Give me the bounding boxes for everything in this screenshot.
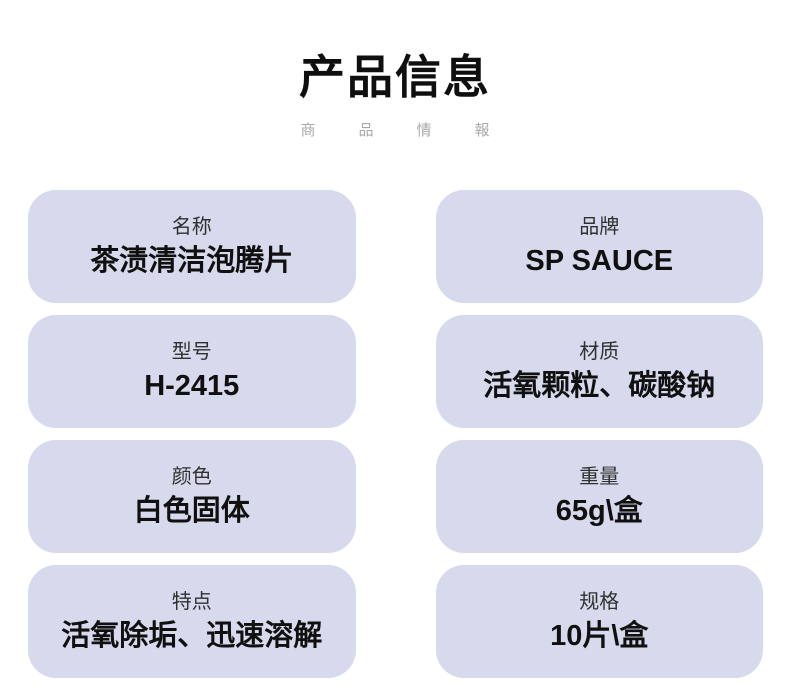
product-info-card: 名称 茶渍清洁泡腾片 bbox=[28, 189, 356, 303]
card-value: 茶渍清洁泡腾片 bbox=[90, 244, 294, 277]
card-label: 重量 bbox=[579, 465, 620, 488]
card-value: 白色固体 bbox=[133, 494, 250, 527]
product-info-card: 型号 H-2415 bbox=[28, 314, 356, 428]
card-value: SP SAUCE bbox=[525, 244, 674, 277]
card-label: 型号 bbox=[171, 340, 212, 363]
product-info-card: 规格 10片\盒 bbox=[435, 564, 763, 678]
product-info-grid: 名称 茶渍清洁泡腾片 品牌 SP SAUCE 型号 H-2415 材质 活氧颗粒… bbox=[28, 189, 763, 678]
page-subtitle-row: 商品情報 bbox=[0, 119, 790, 140]
card-label: 品牌 bbox=[579, 215, 620, 238]
card-value: 活氧颗粒、碳酸钠 bbox=[483, 369, 716, 402]
card-label: 颜色 bbox=[171, 465, 212, 488]
card-label: 规格 bbox=[579, 590, 620, 613]
card-value: 活氧除垢、迅速溶解 bbox=[61, 619, 323, 652]
page-header: 产品信息 商品情報 bbox=[0, 0, 790, 140]
product-info-card: 品牌 SP SAUCE bbox=[435, 189, 763, 303]
page-title: 产品信息 bbox=[299, 51, 491, 103]
card-label: 特点 bbox=[171, 590, 212, 613]
page-subtitle: 商品情報 bbox=[300, 121, 533, 139]
card-label: 材质 bbox=[579, 340, 620, 363]
card-value: H-2415 bbox=[144, 369, 240, 402]
product-info-card: 特点 活氧除垢、迅速溶解 bbox=[28, 564, 356, 678]
card-value: 65g\盒 bbox=[555, 494, 643, 527]
card-label: 名称 bbox=[171, 215, 212, 238]
product-info-card: 重量 65g\盒 bbox=[435, 439, 763, 553]
product-info-card: 材质 活氧颗粒、碳酸钠 bbox=[435, 314, 763, 428]
card-value: 10片\盒 bbox=[550, 619, 649, 652]
product-info-card: 颜色 白色固体 bbox=[28, 439, 356, 553]
